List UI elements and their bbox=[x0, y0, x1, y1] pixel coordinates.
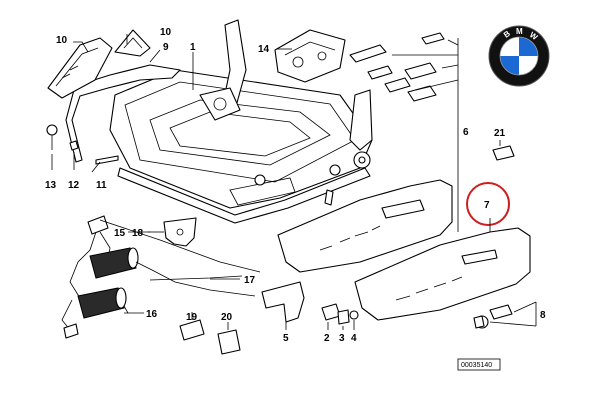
callout-14: 14 bbox=[258, 44, 270, 55]
cover-part-left bbox=[47, 37, 113, 99]
callout-8: 8 bbox=[540, 310, 546, 321]
bracket-part-18 bbox=[163, 217, 197, 247]
callout-15: 15 bbox=[114, 228, 126, 239]
seat-frame bbox=[109, 19, 373, 224]
svg-text:W: W bbox=[528, 30, 540, 42]
callout-7: 7 bbox=[484, 200, 490, 211]
side-trim-panel-7 bbox=[354, 227, 531, 321]
side-rail-part bbox=[65, 64, 181, 163]
callout-16: 16 bbox=[146, 309, 158, 320]
clip-parts-19-20 bbox=[179, 319, 241, 355]
cable-harness bbox=[61, 215, 261, 339]
knob-part-8 bbox=[473, 304, 513, 329]
diagram-code-box: 00035140 bbox=[457, 358, 501, 371]
highlight-circle bbox=[466, 182, 510, 226]
svg-text:M: M bbox=[516, 27, 523, 36]
svg-text:B: B bbox=[502, 29, 512, 40]
side-trim-panel-6 bbox=[277, 179, 453, 273]
switch-buttons bbox=[349, 32, 445, 102]
cover-cap-triangle bbox=[114, 29, 151, 57]
callout-13: 13 bbox=[45, 180, 57, 191]
bmw-logo: B M W bbox=[488, 25, 550, 87]
small-parts-2-3-4 bbox=[321, 303, 359, 325]
callout-18: 18 bbox=[132, 228, 144, 239]
leader-lines bbox=[51, 34, 537, 330]
callout-1: 1 bbox=[190, 42, 196, 53]
callout-10-left: 10 bbox=[56, 35, 68, 46]
callout-4: 4 bbox=[351, 333, 357, 344]
callout-12: 12 bbox=[68, 180, 80, 191]
gearbox-part bbox=[274, 29, 346, 83]
callout-5: 5 bbox=[283, 333, 289, 344]
callout-11: 11 bbox=[96, 180, 107, 191]
callout-10-right: 10 bbox=[160, 27, 172, 38]
bracket-part-5 bbox=[261, 281, 305, 323]
callout-9: 9 bbox=[163, 42, 169, 53]
callout-6: 6 bbox=[463, 127, 469, 138]
callout-20: 20 bbox=[221, 312, 233, 323]
cap-part-21 bbox=[492, 145, 515, 161]
callout-19: 19 bbox=[186, 312, 198, 323]
callout-21: 21 bbox=[494, 128, 506, 139]
callout-2: 2 bbox=[324, 333, 330, 344]
callout-3: 3 bbox=[339, 333, 345, 344]
callout-17: 17 bbox=[244, 275, 256, 286]
diagram-code: 00035140 bbox=[461, 362, 492, 369]
callout-labels: 1 10 10 9 14 6 21 7 8 13 12 11 15 18 17 … bbox=[45, 27, 546, 344]
screws bbox=[46, 124, 119, 165]
